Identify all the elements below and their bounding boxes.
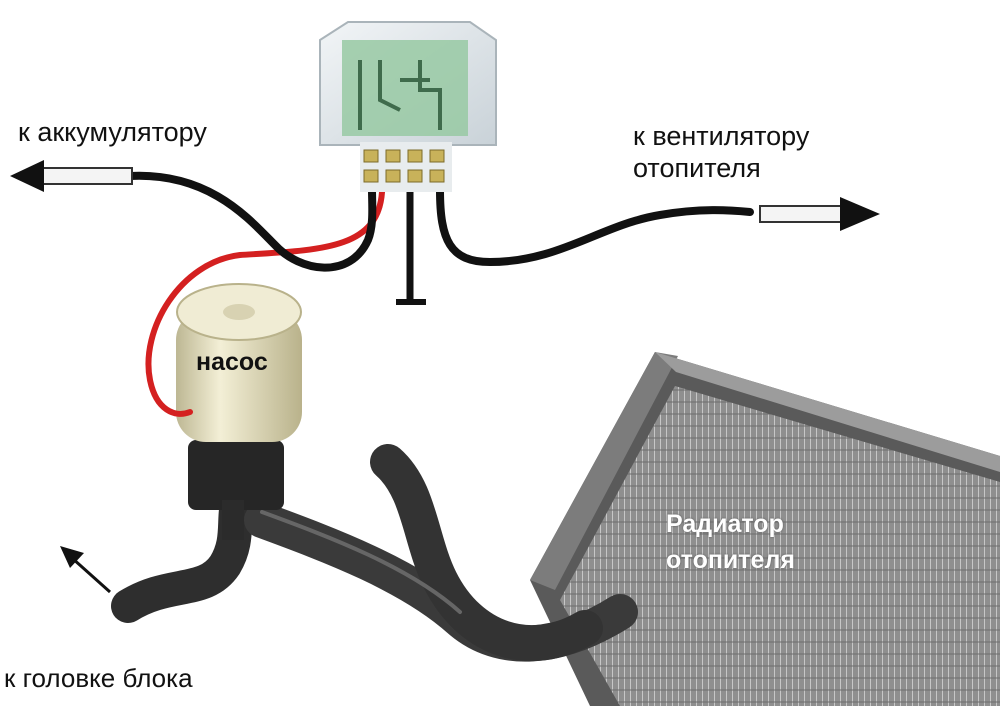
hose-to-block-head [111, 483, 255, 623]
terminal [363, 169, 379, 183]
terminal [363, 149, 379, 163]
relay-icon [319, 21, 497, 192]
terminal [385, 169, 401, 183]
terminal [429, 149, 445, 163]
label-heater-radiator-line2: отопителя [666, 546, 795, 574]
terminal [407, 149, 423, 163]
relay-contacts [358, 60, 442, 130]
arrow-left-icon [10, 160, 133, 192]
terminal [407, 169, 423, 183]
red-wire-pump [145, 189, 385, 417]
pump-icon [176, 283, 302, 540]
label-heater-radiator-line1: Радиатор [666, 510, 784, 538]
radiator-side-tank [530, 352, 678, 590]
pump-cap-center [223, 304, 255, 320]
radiator-core [560, 386, 1000, 706]
black-wire-fan [436, 186, 754, 267]
label-to-heater-fan: к вентилятору отопителя [633, 120, 809, 184]
terminal [385, 149, 401, 163]
pump-outlet [222, 500, 244, 540]
pump-motor [176, 310, 302, 442]
relay-coil-plate [342, 40, 468, 136]
hose-radiator-return [370, 444, 603, 661]
radiator-top-tank [655, 352, 1000, 472]
black-wire-battery [126, 171, 377, 272]
arrow-up-left-icon [60, 546, 112, 594]
label-pump: насос [196, 348, 268, 376]
radiator-icon [530, 352, 1000, 706]
label-to-heater-fan-line1: к вентилятору [633, 121, 810, 151]
hose-highlight [260, 510, 462, 614]
wires [126, 171, 754, 417]
label-heater-radiator: Радиатор отопителя [666, 506, 795, 578]
label-to-battery: к аккумулятору [18, 117, 207, 147]
terminal [429, 169, 445, 183]
pump-housing [188, 440, 284, 510]
label-to-block-head: к головке блока [4, 663, 193, 693]
arrow-right-icon [759, 197, 880, 231]
relay-terminals [363, 149, 445, 183]
label-to-heater-fan-line2: отопителя [633, 153, 761, 183]
